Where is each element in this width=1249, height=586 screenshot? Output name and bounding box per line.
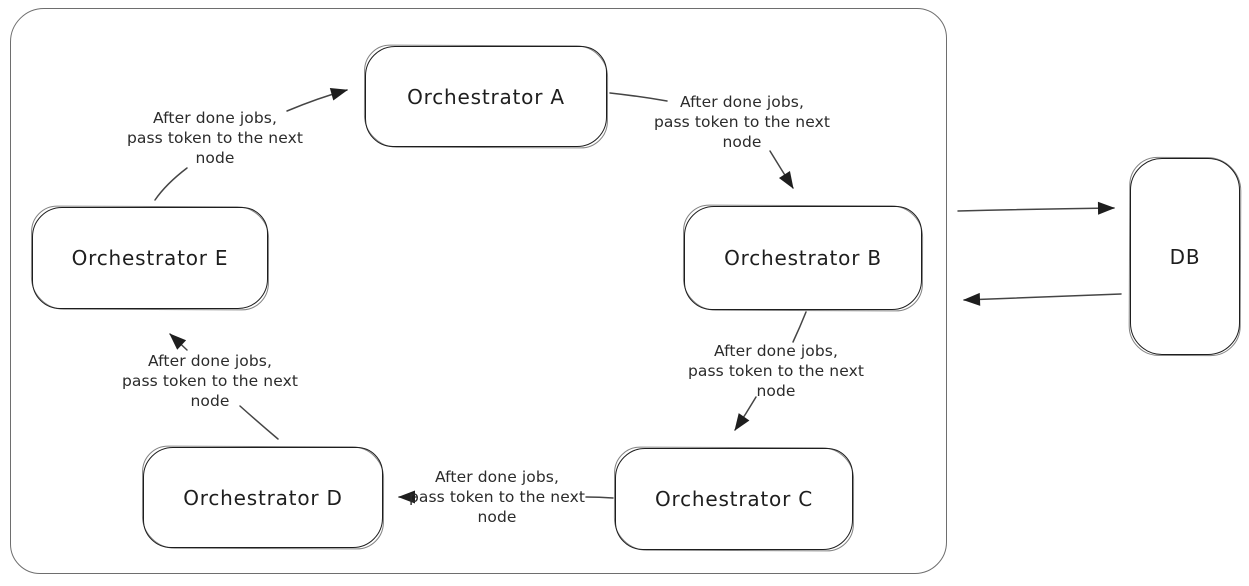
edge-label-d-to-e: After done jobs, pass token to the next … [121, 352, 299, 410]
node-orchestrator-c: Orchestrator C [615, 448, 853, 550]
edge-label-c-to-d: After done jobs, pass token to the next … [408, 468, 586, 526]
node-orchestrator-d: Orchestrator D [143, 447, 383, 548]
node-orchestrator-c-label: Orchestrator C [654, 487, 814, 511]
node-orchestrator-e-label: Orchestrator E [71, 246, 229, 270]
edge-label-a-to-b: After done jobs, pass token to the next … [653, 93, 831, 151]
node-db: DB [1130, 158, 1240, 355]
edge-db-to-cluster [963, 292, 1122, 306]
node-orchestrator-b: Orchestrator B [684, 206, 922, 310]
node-orchestrator-d-label: Orchestrator D [183, 485, 343, 510]
node-db-label: DB [1169, 244, 1201, 269]
node-orchestrator-e: Orchestrator E [32, 207, 268, 309]
node-orchestrator-a-label: Orchestrator A [407, 84, 565, 109]
node-orchestrator-b-label: Orchestrator B [724, 246, 882, 270]
edge-label-e-to-a: After done jobs, pass token to the next … [126, 109, 304, 167]
cluster-boundary [10, 8, 947, 574]
edge-label-b-to-c: After done jobs, pass token to the next … [687, 342, 865, 400]
edge-cluster-to-db [957, 201, 1115, 215]
node-orchestrator-a: Orchestrator A [365, 46, 607, 147]
